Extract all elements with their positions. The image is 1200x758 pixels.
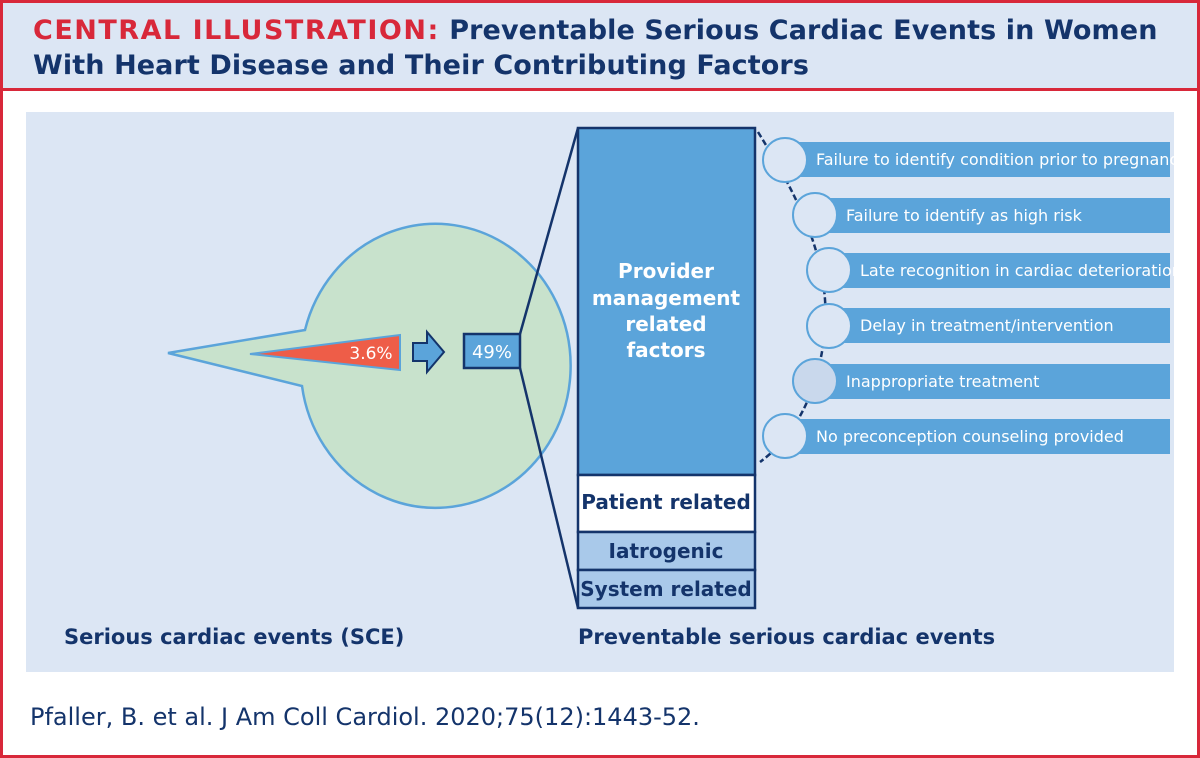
provider-label-line-3: related bbox=[625, 312, 706, 336]
factor-label-3: Late recognition in cardiac deterioratio… bbox=[860, 261, 1182, 280]
provider-label-line-1: Provider bbox=[618, 259, 714, 283]
factor-bullet-6 bbox=[762, 413, 808, 459]
title-text-1: Preventable Serious Cardiac Events in Wo… bbox=[449, 15, 1158, 46]
factor-list bbox=[762, 137, 1170, 459]
bar-segment-patient bbox=[576, 473, 757, 534]
factor-bar-1 bbox=[782, 142, 1170, 177]
factor-label-5: Inappropriate treatment bbox=[846, 372, 1039, 391]
system-related-label: System related bbox=[580, 577, 752, 601]
iatrogenic-label: Iatrogenic bbox=[609, 539, 724, 563]
bar-segment-iatrogenic bbox=[576, 530, 757, 572]
provider-label-line-4: factors bbox=[626, 338, 705, 362]
factor-bullet-4 bbox=[806, 303, 852, 349]
central-illustration-label: CENTRAL ILLUSTRATION: bbox=[33, 15, 440, 46]
citation: Pfaller, B. et al. J Am Coll Cardiol. 20… bbox=[30, 703, 700, 731]
preventable-percent-box bbox=[462, 332, 522, 370]
patient-related-label: Patient related bbox=[581, 490, 751, 514]
provider-label-line-2: management bbox=[592, 286, 741, 310]
expansion-line-bottom bbox=[518, 367, 580, 609]
factor-label-2: Failure to identify as high risk bbox=[846, 206, 1083, 225]
title-line-2: With Heart Disease and Their Contributin… bbox=[33, 50, 810, 81]
factor-label-1: Failure to identify condition prior to p… bbox=[816, 150, 1188, 169]
stacked-bar bbox=[576, 126, 757, 610]
header: CENTRAL ILLUSTRATION: Preventable Seriou… bbox=[3, 3, 1197, 91]
arrow-right-icon bbox=[412, 329, 446, 375]
factor-label-6: No preconception counseling provided bbox=[816, 427, 1124, 446]
slice-percent-label: 3.6% bbox=[349, 344, 392, 364]
factor-bullet-5 bbox=[792, 358, 838, 404]
factor-bullet-1 bbox=[762, 137, 808, 183]
preventable-percent-label: 49% bbox=[472, 342, 512, 363]
factor-label-4: Delay in treatment/intervention bbox=[860, 316, 1114, 335]
pie-caption: Serious cardiac events (SCE) bbox=[64, 625, 404, 649]
expansion-line-top bbox=[518, 127, 580, 335]
preventable-caption: Preventable serious cardiac events bbox=[578, 625, 995, 649]
factor-bar-4 bbox=[826, 308, 1170, 343]
factor-bar-2 bbox=[812, 198, 1170, 233]
bar-segment-system bbox=[576, 568, 757, 610]
factor-bullet-2 bbox=[792, 192, 838, 238]
title-line-1: CENTRAL ILLUSTRATION: Preventable Seriou… bbox=[33, 15, 1158, 46]
factor-bullet-3 bbox=[806, 247, 852, 293]
bar-segment-provider bbox=[576, 126, 757, 477]
factor-bar-5 bbox=[812, 364, 1170, 399]
factor-bar-3 bbox=[826, 253, 1170, 288]
pie-highlight-slice bbox=[249, 333, 401, 372]
factor-bar-6 bbox=[782, 419, 1170, 454]
